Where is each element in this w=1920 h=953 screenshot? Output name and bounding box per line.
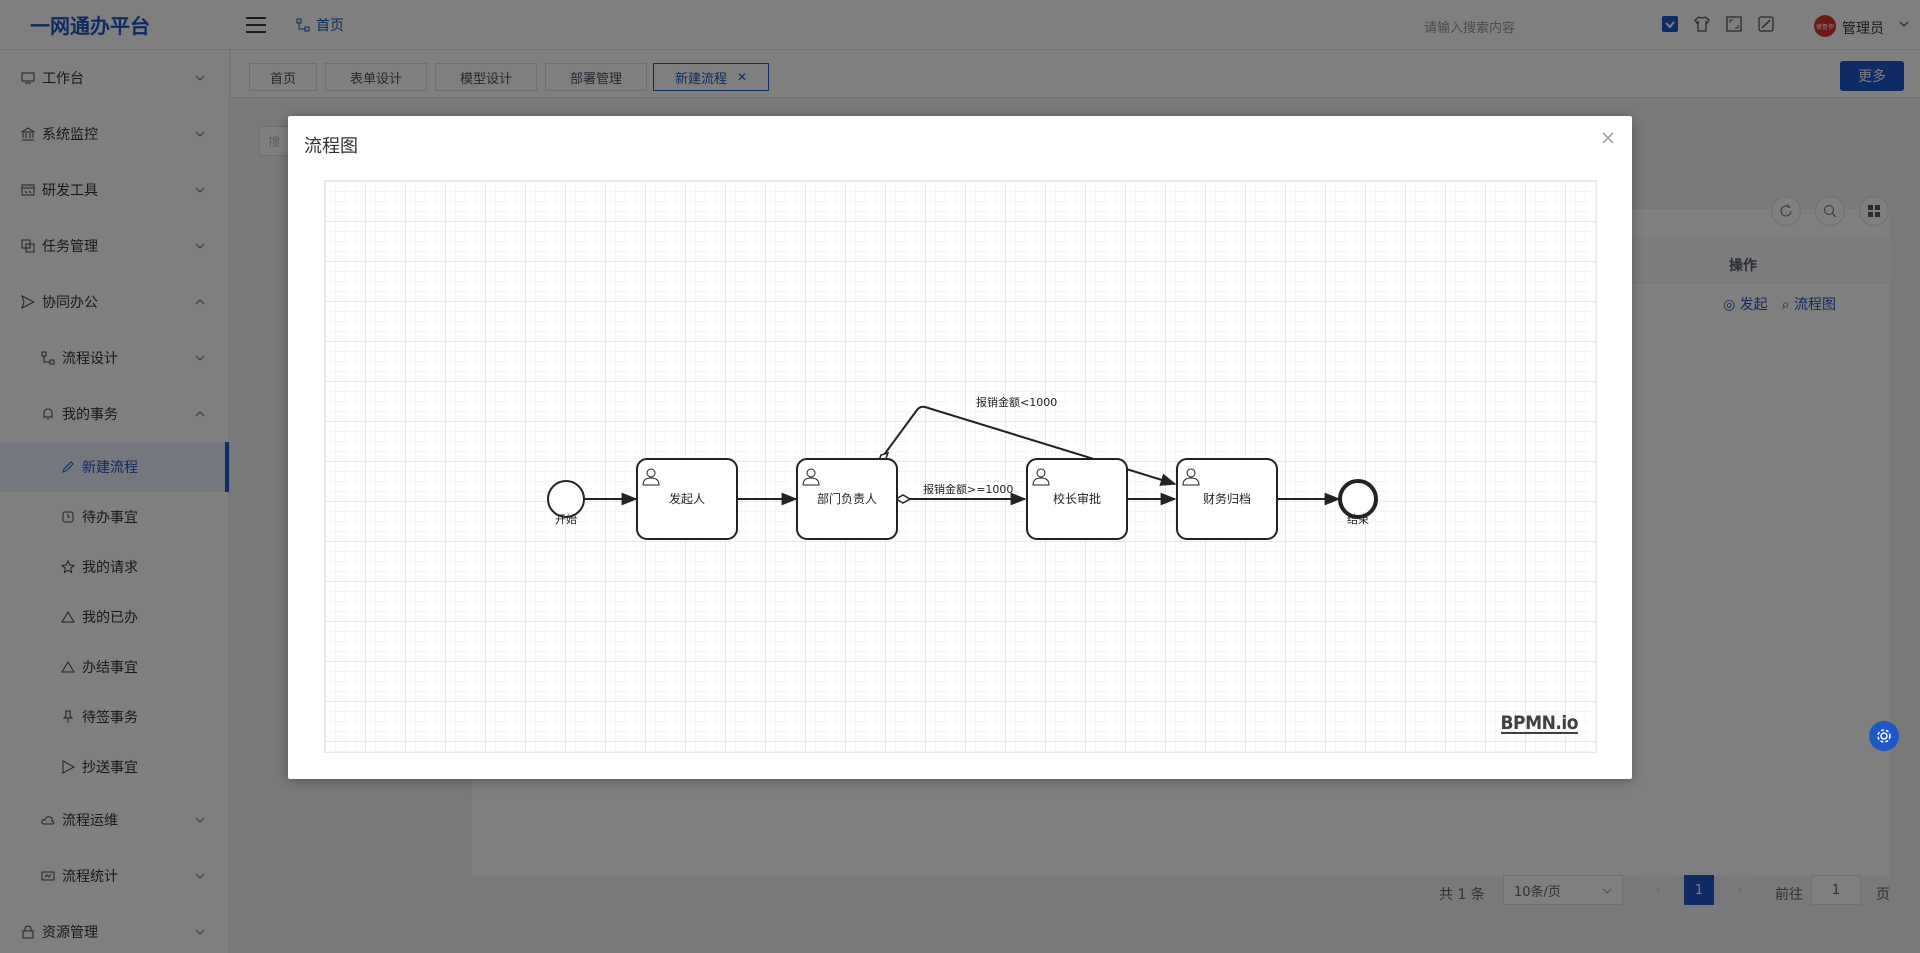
user-icon — [642, 468, 660, 486]
task-principal[interactable]: 校长审批 — [1026, 458, 1128, 540]
bpmn-canvas[interactable]: 报销金额>=1000 报销金额<1000 开始 发起人 部门负责人 校长审批 — [324, 180, 1597, 753]
flow-label-over: 报销金额>=1000 — [923, 482, 1013, 496]
flow-label-under: 报销金额<1000 — [976, 395, 1057, 409]
task-finance-label: 财务归档 — [1203, 491, 1251, 506]
flow-diagram-dialog: 流程图 报销金额>=1000 报销金额<1000 开始 — [288, 116, 1632, 779]
end-event[interactable] — [1338, 479, 1378, 519]
bpmn-diagram[interactable]: 报销金额>=1000 报销金额<1000 开始 发起人 部门负责人 校长审批 — [325, 181, 1597, 753]
flow-dept-finance[interactable] — [880, 405, 1177, 486]
condition-marker — [894, 494, 912, 504]
task-dept-head-label: 部门负责人 — [817, 491, 877, 506]
close-icon[interactable] — [1600, 130, 1616, 146]
task-initiator-label: 发起人 — [669, 491, 705, 506]
end-event-label: 结束 — [1347, 513, 1369, 526]
task-dept-head[interactable]: 部门负责人 — [796, 458, 898, 540]
user-icon — [1182, 468, 1200, 486]
user-icon — [802, 468, 820, 486]
bpmn-logo[interactable]: BPMN.io — [1500, 712, 1579, 734]
task-finance[interactable]: 财务归档 — [1176, 458, 1278, 540]
gear-icon — [1877, 729, 1891, 743]
task-principal-label: 校长审批 — [1053, 491, 1101, 506]
user-icon — [1032, 468, 1050, 486]
dialog-title: 流程图 — [304, 136, 358, 157]
task-initiator[interactable]: 发起人 — [636, 458, 738, 540]
start-event[interactable] — [547, 480, 585, 518]
settings-button[interactable] — [1869, 721, 1899, 751]
start-event-label: 开始 — [555, 512, 577, 526]
